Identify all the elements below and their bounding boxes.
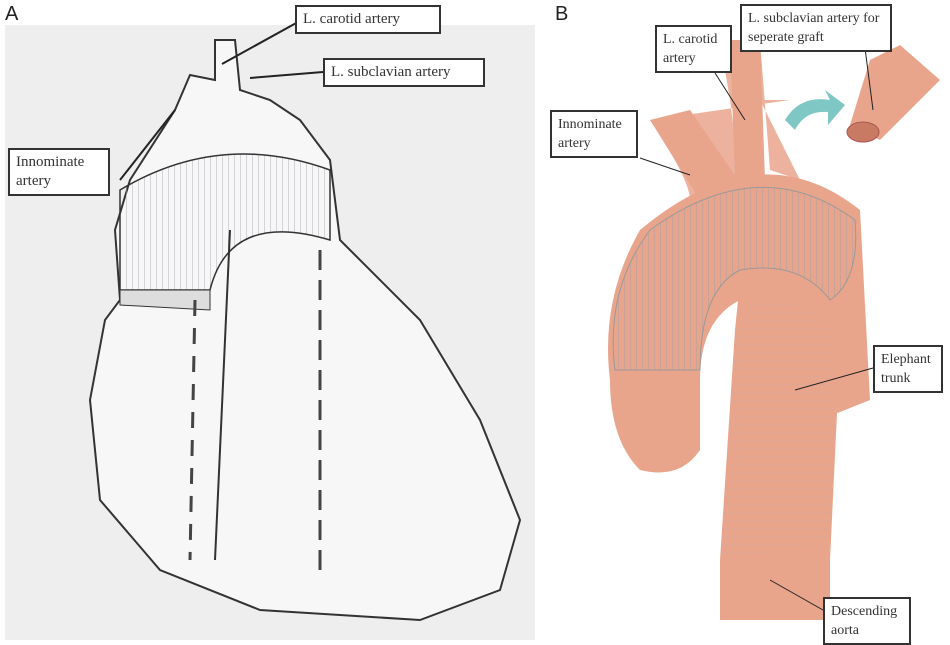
label-b-innominate: Innominate artery bbox=[550, 110, 638, 158]
label-a-subclavian: L. subclavian artery bbox=[323, 58, 485, 87]
aortic-arch-illustration bbox=[608, 40, 940, 620]
label-b-subclavian: L. subclavian artery for seperate graft bbox=[740, 4, 892, 52]
label-b-carotid: L. carotid artery bbox=[655, 25, 732, 73]
panel-a-letter: A bbox=[5, 3, 19, 25]
label-a-innominate: Innominate artery bbox=[8, 148, 110, 196]
panel-b-letter: B bbox=[555, 3, 569, 25]
label-a-carotid: L. carotid artery bbox=[295, 5, 441, 34]
heart-sketch bbox=[5, 21, 535, 640]
label-b-descending-aorta: Descending aorta bbox=[823, 597, 911, 645]
label-b-elephant-trunk: Elephant trunk bbox=[873, 345, 943, 393]
